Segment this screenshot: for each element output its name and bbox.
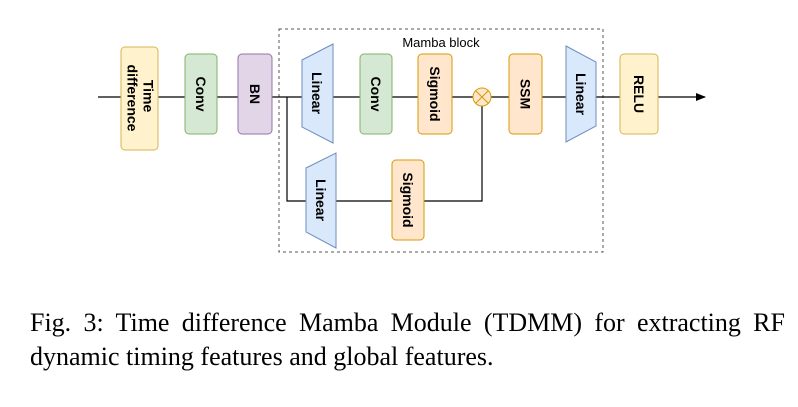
bn-node: BN bbox=[237, 53, 273, 135]
linear-node-bottom: Linear bbox=[305, 152, 337, 249]
ssm-node: SSM bbox=[508, 53, 543, 135]
linear-node-out: Linear bbox=[565, 45, 597, 143]
time-difference-node: Time difference bbox=[120, 46, 159, 151]
conv-label-1: Conv bbox=[193, 77, 209, 112]
mamba-block-frame bbox=[278, 28, 604, 253]
conv-node-2: Conv bbox=[359, 53, 393, 135]
conv-label-2: Conv bbox=[368, 77, 384, 112]
figure-caption: Fig. 3: Time difference Mamba Module (TD… bbox=[30, 308, 785, 371]
time-difference-label-line1: Time bbox=[141, 80, 157, 113]
sigmoid-label-bottom: Sigmoid bbox=[400, 172, 416, 227]
linear-label-bottom: Linear bbox=[313, 179, 329, 222]
relu-label: RELU bbox=[631, 75, 647, 113]
sigmoid-node-top: Sigmoid bbox=[417, 53, 453, 135]
time-difference-label-line2: difference bbox=[125, 65, 141, 132]
sigmoid-label-top: Sigmoid bbox=[427, 66, 443, 121]
svg-text:Time difference: Time difference bbox=[125, 65, 157, 132]
sigmoid-node-bottom: Sigmoid bbox=[391, 159, 425, 241]
tdmm-diagram: Mamba block Time difference Conv bbox=[98, 28, 706, 253]
linear-label-top: Linear bbox=[309, 72, 325, 115]
ssm-label: SSM bbox=[518, 79, 534, 109]
linear-label-out: Linear bbox=[573, 73, 589, 116]
conv-node-1: Conv bbox=[184, 53, 218, 135]
relu-node: RELU bbox=[619, 53, 659, 135]
mamba-block-title: Mamba block bbox=[402, 35, 480, 50]
wire-branch-up bbox=[424, 106, 483, 202]
multiply-icon bbox=[472, 87, 492, 107]
bn-label: BN bbox=[247, 84, 263, 104]
linear-node-top: Linear bbox=[301, 43, 334, 144]
